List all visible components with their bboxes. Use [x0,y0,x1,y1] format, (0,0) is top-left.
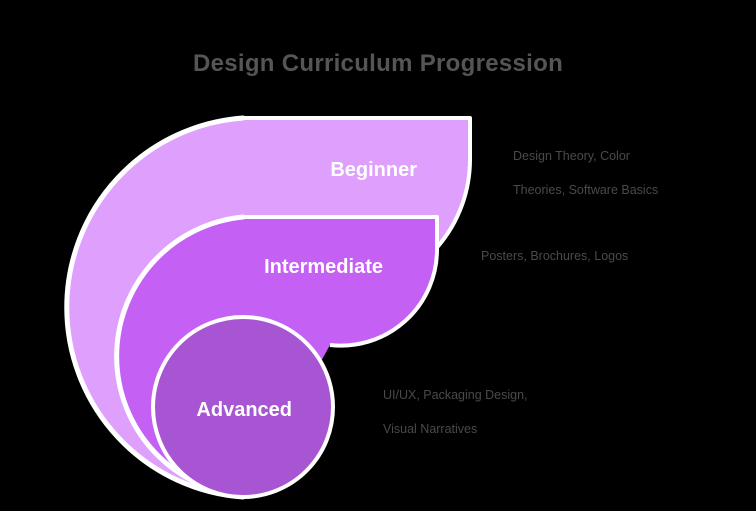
annotation-beginner: Design Theory, Color Theories, Software … [513,131,658,216]
annotation-intermediate-line1: Posters, Brochures, Logos [481,249,629,263]
annotation-intermediate: Posters, Brochures, Logos [481,231,628,282]
spiral-band-advanced[interactable] [151,315,335,499]
spiral-separator-beginner [64,115,246,500]
annotation-beginner-line1: Design Theory, Color [513,149,630,163]
spiral-band-advanced-shape[interactable] [151,315,335,499]
spiral-outer-edge-intermediate [243,215,439,348]
band-label-advanced: Advanced [196,399,292,421]
annotation-advanced-line1: UI/UX, Packaging Design, [383,388,528,402]
annotation-advanced: UI/UX, Packaging Design, Visual Narrativ… [383,370,528,455]
annotation-advanced-line2: Visual Narratives [383,422,478,436]
band-label-beginner: Beginner [330,159,417,181]
band-label-intermediate: Intermediate [264,256,383,278]
annotation-beginner-line2: Theories, Software Basics [513,183,659,197]
page-title: Design Curriculum Progression [192,50,564,77]
